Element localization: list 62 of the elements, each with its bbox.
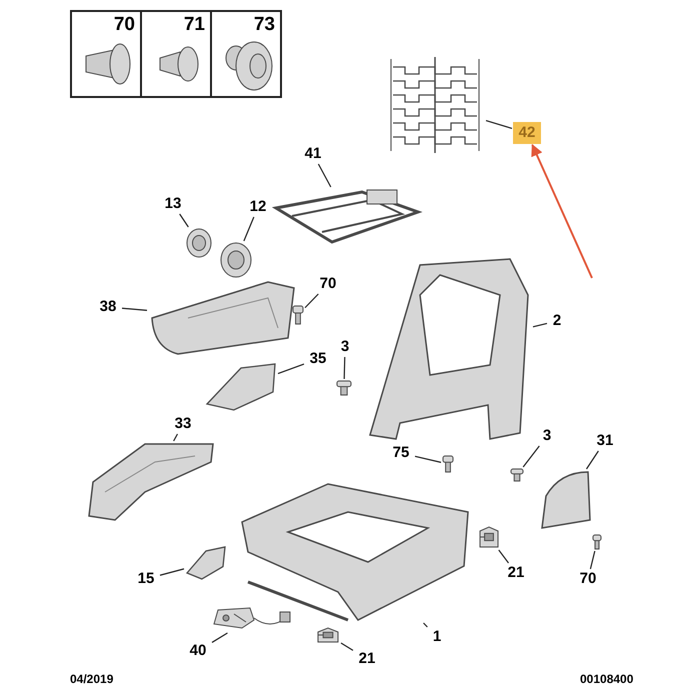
- table-cell: [70, 10, 142, 98]
- leader-line: [344, 356, 346, 380]
- screw-drawing: [292, 305, 304, 325]
- callout-number: 35: [305, 350, 331, 368]
- leader-line: [278, 364, 304, 374]
- callout-number: 13: [160, 195, 186, 213]
- callout-number: 1: [428, 628, 446, 646]
- seat-base-frame-drawing: [238, 482, 472, 622]
- callout-number: 38: [95, 298, 121, 316]
- cap-drawing: [540, 470, 592, 530]
- callout-number: 3: [538, 427, 556, 445]
- trim-panel-drawing: [85, 442, 217, 522]
- table-cell: [210, 10, 282, 98]
- callout-number: 3: [336, 338, 354, 356]
- clip-drawing: [478, 525, 500, 549]
- part-number: 73: [254, 14, 275, 36]
- leader-line: [522, 446, 540, 468]
- screw-drawing: [442, 455, 454, 473]
- leader-line: [532, 322, 548, 328]
- leader-line: [212, 632, 228, 643]
- leader-line: [590, 550, 596, 570]
- part-number: 71: [184, 14, 205, 36]
- knob-drawing: [220, 242, 252, 278]
- leader-line: [318, 164, 332, 188]
- callout-number: 15: [133, 570, 159, 588]
- leader-line: [304, 294, 319, 308]
- callout-number: 42: [513, 122, 541, 144]
- callout-number: 70: [575, 570, 601, 588]
- leader-line: [586, 450, 599, 470]
- clip-drawing: [316, 626, 340, 644]
- leader-line: [486, 120, 512, 129]
- callout-number: 75: [388, 444, 414, 462]
- leader-line: [173, 434, 178, 442]
- leader-line: [160, 568, 184, 576]
- bracket-drawing: [205, 362, 277, 412]
- leader-line: [243, 216, 254, 242]
- arrow: [531, 144, 593, 278]
- bracket-drawing: [185, 545, 227, 581]
- seat-suspension-drawing: [272, 188, 422, 246]
- screw-drawing: [510, 468, 524, 482]
- callout-number: 33: [170, 415, 196, 433]
- date-label: 04/2019: [70, 672, 114, 686]
- callout-number: 40: [185, 642, 211, 660]
- part-number: 70: [114, 14, 135, 36]
- table-cell: [140, 10, 212, 98]
- screw-drawing: [336, 380, 352, 396]
- screw-drawing: [592, 534, 602, 550]
- callout-number: 2: [548, 312, 566, 330]
- leader-line: [498, 550, 509, 564]
- leader-line: [122, 308, 148, 311]
- knob-drawing: [186, 228, 212, 258]
- callout-number: 41: [300, 145, 326, 163]
- leader-line: [340, 642, 354, 651]
- leader-line: [179, 214, 189, 228]
- callout-number: 21: [503, 564, 529, 582]
- leader-line: [423, 622, 428, 628]
- callout-number: 21: [354, 650, 380, 668]
- reference-number: 00108400: [580, 672, 634, 686]
- callout-number: 70: [315, 275, 341, 293]
- callout-number: 31: [592, 432, 618, 450]
- callout-number: 12: [245, 198, 271, 216]
- leader-line: [414, 456, 442, 463]
